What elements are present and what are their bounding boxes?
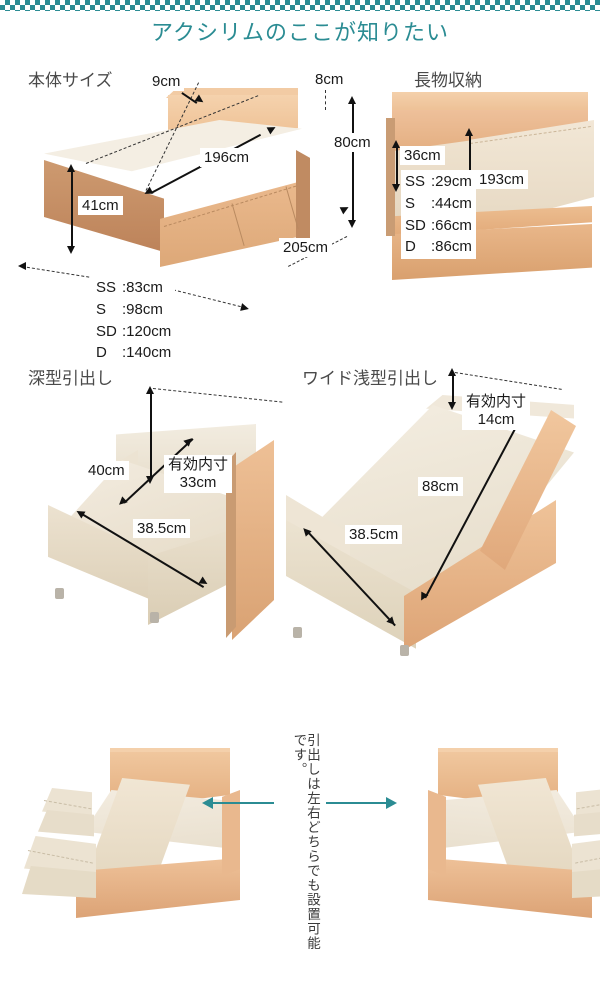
row-s: S:98cm bbox=[96, 299, 171, 321]
label-deep-length: 40cm bbox=[84, 461, 129, 481]
heading-deep-drawer: 深型引出し bbox=[28, 369, 113, 389]
l-drawer-lower-inner bbox=[22, 866, 96, 898]
deep-drawer-side-edge bbox=[226, 452, 236, 638]
row-ss-sep: : bbox=[122, 279, 127, 296]
table-body-width: SS:83cm S:98cm SD:120cm D:140cm bbox=[92, 276, 176, 365]
row-sd-sep: : bbox=[122, 322, 127, 340]
st-row-s-value: 44cm bbox=[435, 194, 472, 212]
st-row-d-value: 86cm bbox=[435, 238, 472, 256]
wide-drawer-caster-left bbox=[293, 627, 302, 638]
orientation-caption: 引出しは左右どちらでも設置可能です。 bbox=[290, 733, 321, 951]
label-storage-length: 193cm bbox=[475, 170, 529, 190]
st-row-s-sep: : bbox=[431, 194, 436, 212]
row-d: D:140cm bbox=[96, 342, 171, 364]
label-deep-width: 38.5cm bbox=[133, 519, 191, 539]
dimline-width-left bbox=[21, 266, 90, 278]
st-row-sd-value: 66cm bbox=[435, 216, 472, 234]
dimline-deep-length bbox=[150, 392, 152, 480]
orientation-arrow-left-head bbox=[202, 797, 213, 809]
dimline-width-right bbox=[167, 288, 246, 309]
st-row-ss-value: 29cm bbox=[435, 173, 472, 190]
deep-drawer-side-panel bbox=[232, 440, 274, 640]
dimline-storage-depth bbox=[396, 145, 398, 187]
orientation-arrow-left-line bbox=[212, 802, 274, 804]
heading-long-storage: 長物収納 bbox=[414, 71, 482, 91]
st-row-ss-key: SS bbox=[405, 173, 426, 190]
label-total-length: 205cm bbox=[279, 238, 333, 258]
l-right-rail bbox=[222, 790, 240, 876]
storage-back-wall-top bbox=[392, 92, 588, 114]
label-footboard-height: 8cm bbox=[311, 70, 348, 90]
deep-drawer-caster-left bbox=[55, 588, 64, 599]
label-storage-depth: 36cm bbox=[400, 146, 445, 166]
row-sd-key: SD bbox=[96, 322, 117, 340]
orientation-arrow-right-line bbox=[326, 802, 388, 804]
arrowhead-80-bottom bbox=[348, 220, 356, 228]
label-wide-inner-title: 有効内寸 bbox=[466, 393, 527, 410]
row-ss-value: 83cm bbox=[126, 279, 163, 296]
deep-drawer-caster-right bbox=[150, 612, 159, 623]
headboard-top bbox=[166, 88, 298, 98]
r-right-rail bbox=[428, 790, 446, 876]
deep-length-ext-line bbox=[152, 388, 283, 403]
label-deep-inner-value: 33cm bbox=[179, 474, 217, 491]
row-d-sep: : bbox=[122, 344, 127, 362]
arrowhead-41-bottom bbox=[67, 246, 75, 254]
orientation-arrow-right-head bbox=[386, 797, 397, 809]
row-s-key: S bbox=[96, 300, 107, 318]
st-row-s-key: S bbox=[405, 194, 416, 212]
bed-side-panel-right bbox=[296, 150, 310, 248]
label-deep-inner-title: 有効内寸 bbox=[168, 456, 229, 473]
heading-body-size: 本体サイズ bbox=[28, 71, 113, 91]
label-wide-inner: 有効内寸 14cm bbox=[462, 392, 531, 430]
arrowhead-40-bottom bbox=[146, 476, 154, 484]
st-row-s: S:44cm bbox=[405, 193, 472, 215]
row-s-value: 98cm bbox=[126, 300, 163, 318]
label-headboard-depth: 9cm bbox=[148, 72, 185, 92]
leader-footboard-height bbox=[325, 90, 326, 110]
arrowhead-36-bottom bbox=[392, 184, 400, 192]
row-d-key: D bbox=[96, 344, 107, 362]
dimline-total-height bbox=[352, 102, 354, 224]
arrowhead-193-top bbox=[465, 128, 473, 136]
st-row-d-key: D bbox=[405, 238, 416, 256]
arrowhead-36-top bbox=[392, 140, 400, 148]
arrowhead-width-right bbox=[240, 303, 250, 313]
row-ss: SS:83cm bbox=[96, 277, 171, 299]
st-row-d: D:86cm bbox=[405, 236, 472, 258]
l-drawer-upper-inner bbox=[38, 810, 94, 837]
label-wide-width: 38.5cm bbox=[345, 525, 403, 545]
table-storage-width: SS:29cm S:44cm SD:66cm D:86cm bbox=[401, 170, 476, 259]
st-row-ss: SS:29cm bbox=[405, 171, 472, 193]
label-frame-height: 41cm bbox=[78, 196, 123, 216]
page-title: アクシリムのここが知りたい bbox=[151, 21, 449, 46]
st-row-sd: SD:66cm bbox=[405, 215, 472, 237]
st-row-d-sep: : bbox=[431, 238, 436, 256]
row-sd-value: 120cm bbox=[126, 322, 172, 340]
label-wide-length: 88cm bbox=[418, 477, 463, 497]
st-row-ss-sep: : bbox=[431, 173, 436, 190]
row-s-sep: : bbox=[122, 300, 127, 318]
header-checker-pattern bbox=[0, 0, 600, 11]
dimline-frame-height bbox=[71, 168, 73, 250]
arrowhead-14-bottom bbox=[448, 402, 456, 410]
row-sd: SD:120cm bbox=[96, 321, 171, 343]
storage-left-edge bbox=[386, 118, 395, 236]
label-total-height: 80cm bbox=[330, 133, 375, 153]
dimline-wide-inner bbox=[452, 374, 454, 406]
arrowhead-80-top bbox=[348, 96, 356, 104]
wide-drawer-caster-right bbox=[400, 645, 409, 656]
arrowhead-width-left bbox=[18, 262, 26, 270]
label-deep-inner: 有効内寸 33cm bbox=[164, 455, 233, 493]
st-row-sd-key: SD bbox=[405, 216, 426, 234]
row-ss-key: SS bbox=[96, 279, 117, 296]
arrowhead-14-top bbox=[448, 368, 456, 376]
arrowhead-41-top bbox=[67, 164, 75, 172]
label-mattress-length: 196cm bbox=[200, 148, 254, 168]
label-wide-inner-value: 14cm bbox=[477, 411, 515, 428]
row-d-value: 140cm bbox=[126, 344, 172, 362]
arrowhead-40-top bbox=[146, 386, 154, 394]
st-row-sd-sep: : bbox=[431, 216, 436, 234]
heading-wide-drawer: ワイド浅型引出し bbox=[302, 369, 438, 389]
